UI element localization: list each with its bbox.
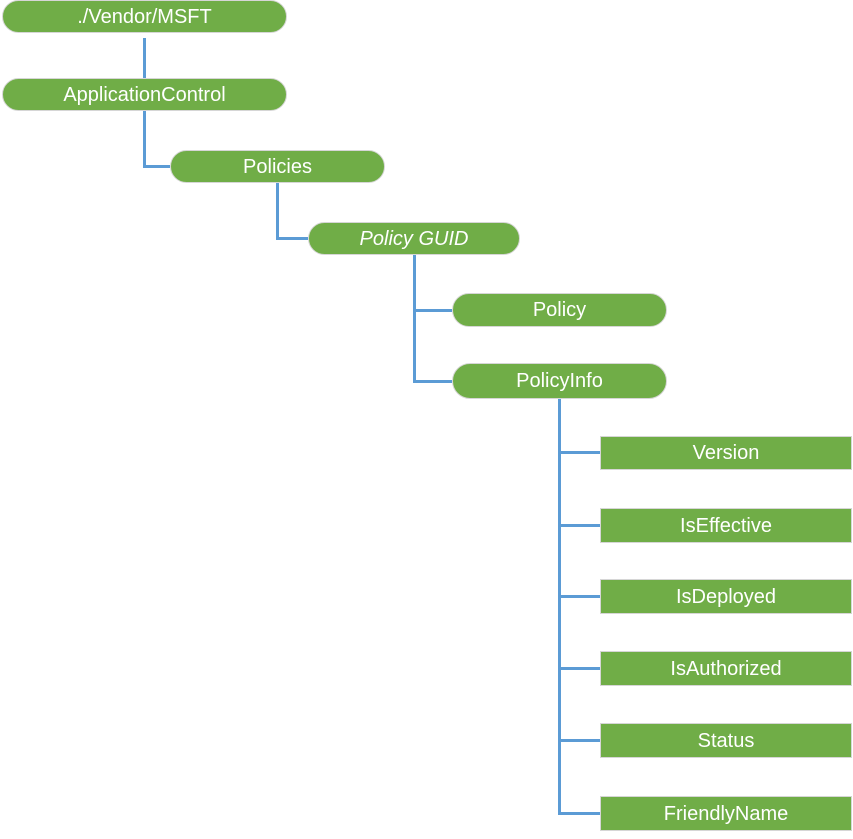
node-status: Status bbox=[600, 723, 852, 758]
connector-policy-info-status bbox=[558, 739, 600, 742]
connector-policy-info-friendly-name bbox=[558, 812, 600, 815]
connector-application-control-policies-horizontal bbox=[143, 165, 170, 168]
connector-application-control-policies-vertical bbox=[143, 111, 146, 168]
node-policy-guid: Policy GUID bbox=[308, 222, 520, 255]
connector-policy-info-version bbox=[558, 451, 600, 454]
node-friendly-name: FriendlyName bbox=[600, 796, 852, 831]
node-version: Version bbox=[600, 436, 852, 470]
connector-policy-info-is-deployed bbox=[558, 595, 600, 598]
node-vendor-msft: ./Vendor/MSFT bbox=[2, 0, 287, 33]
connector-policies-policy-guid-horizontal bbox=[276, 237, 308, 240]
connector-policy-guid-trunk bbox=[413, 255, 416, 383]
connector-policies-policy-guid-vertical bbox=[276, 183, 279, 240]
node-is-deployed: IsDeployed bbox=[600, 579, 852, 614]
connector-policy-info-is-effective bbox=[558, 524, 600, 527]
node-policy-info: PolicyInfo bbox=[452, 363, 667, 399]
connector-policy-info-trunk bbox=[558, 399, 561, 815]
node-policies: Policies bbox=[170, 150, 385, 183]
node-is-effective: IsEffective bbox=[600, 508, 852, 543]
node-is-authorized: IsAuthorized bbox=[600, 651, 852, 686]
connector-policy-info-is-authorized bbox=[558, 667, 600, 670]
node-application-control: ApplicationControl bbox=[2, 78, 287, 111]
connector-vendor-msft-application-control bbox=[143, 38, 146, 78]
connector-policy-guid-policy bbox=[413, 309, 452, 312]
connector-policy-guid-policy-info bbox=[413, 380, 452, 383]
node-policy: Policy bbox=[452, 293, 667, 327]
